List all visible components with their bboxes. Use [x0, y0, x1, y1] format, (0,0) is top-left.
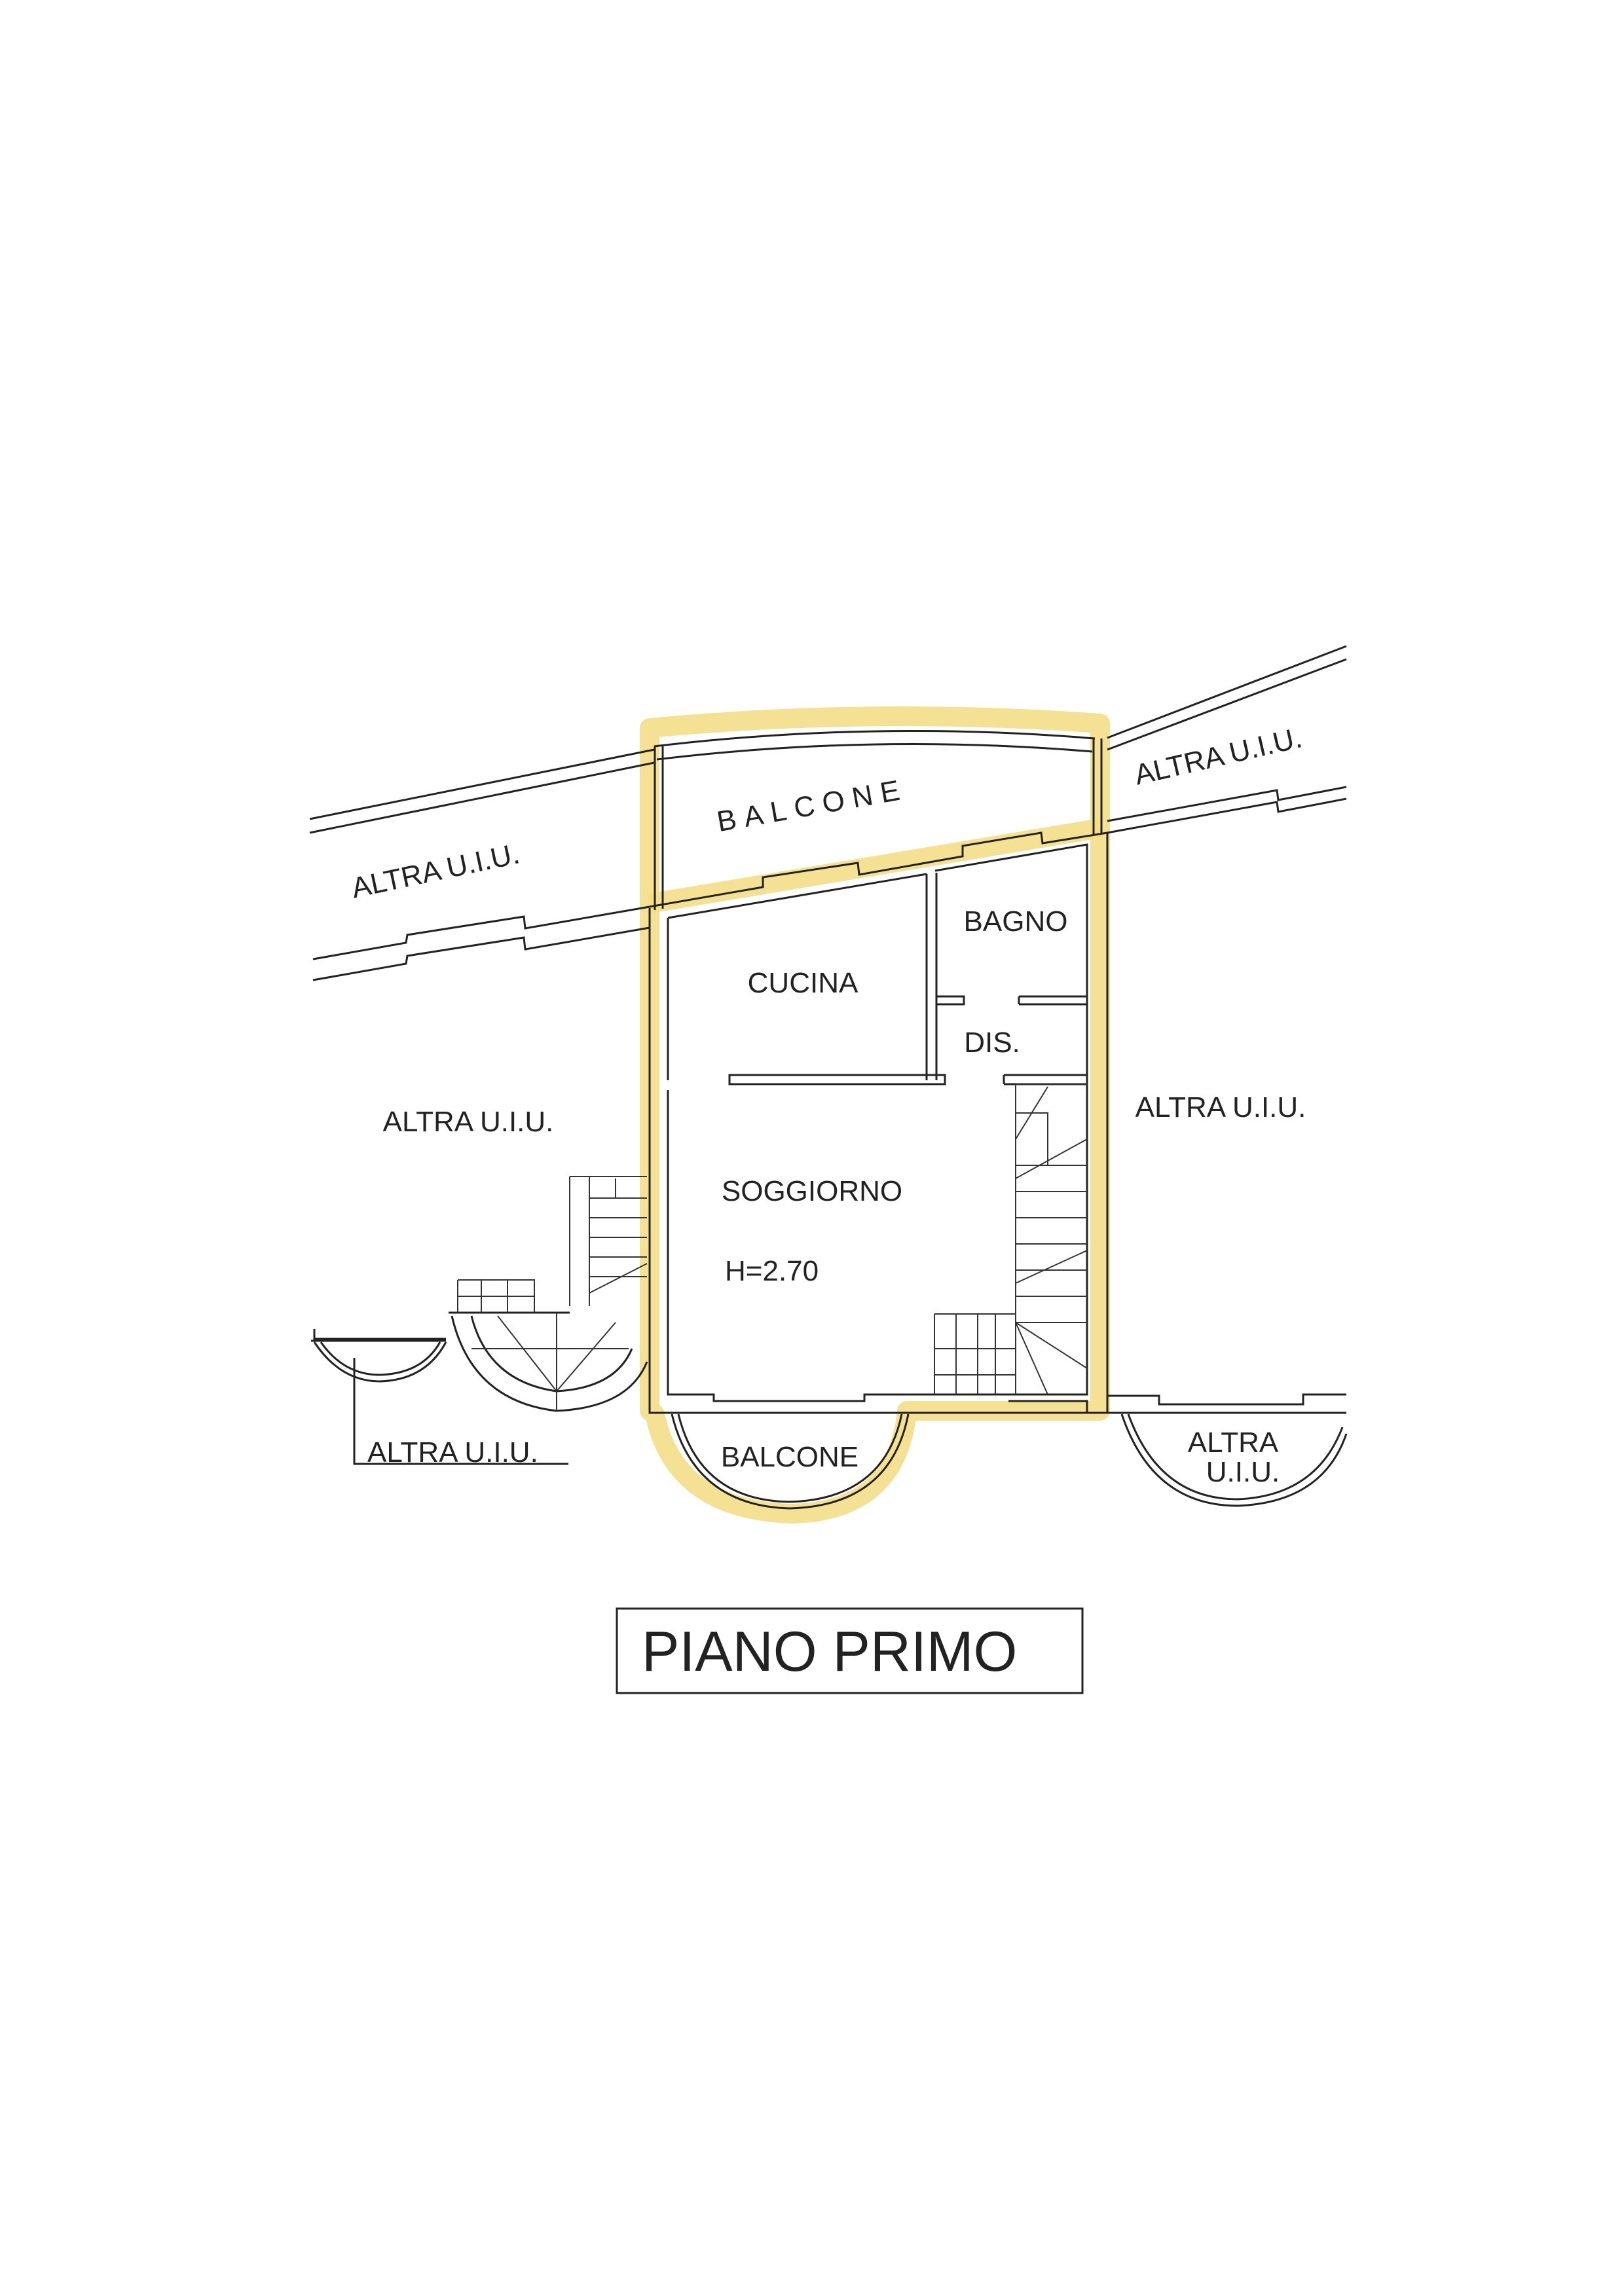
- label-height: H=2.70: [725, 1255, 819, 1287]
- bottom-balcony: [671, 1413, 910, 1510]
- label-balcone-bottom: BALCONE: [721, 1441, 858, 1473]
- label-altra-top-left: ALTRA U.I.U.: [348, 837, 522, 904]
- unit-highlight-divider: [648, 818, 1102, 913]
- label-soggiorno: SOGGIORNO: [722, 1175, 902, 1207]
- page-title: PIANO PRIMO: [642, 1620, 1017, 1683]
- unit-walls: [648, 833, 1109, 1414]
- staircase-right: [934, 1084, 1088, 1395]
- label-cucina: CUCINA: [748, 967, 858, 999]
- label-dis: DIS.: [964, 1027, 1020, 1059]
- label-bagno: BAGNO: [964, 905, 1068, 938]
- label-altra-bottom-right: ALTRA: [1188, 1427, 1279, 1459]
- unit-highlight: [640, 706, 1110, 1523]
- right-neighbor-balcony: [1107, 1393, 1348, 1507]
- title-box: [616, 1607, 1084, 1694]
- label-altra-bottom-left: ALTRA U.I.U.: [367, 1436, 538, 1468]
- label-leader-line: [353, 1358, 568, 1465]
- label-altra-right: ALTRA U.I.U.: [1135, 1091, 1306, 1123]
- label-uiu-bottom-right: U.I.U.: [1206, 1456, 1280, 1488]
- label-altra-top-right: ALTRA U.I.U.: [1132, 721, 1305, 791]
- label-altra-left: ALTRA U.I.U.: [383, 1106, 554, 1138]
- facade-lines: [309, 645, 1347, 981]
- left-neighbor-stairs: [311, 1176, 648, 1465]
- label-balcone-top: BALCONE: [714, 773, 910, 838]
